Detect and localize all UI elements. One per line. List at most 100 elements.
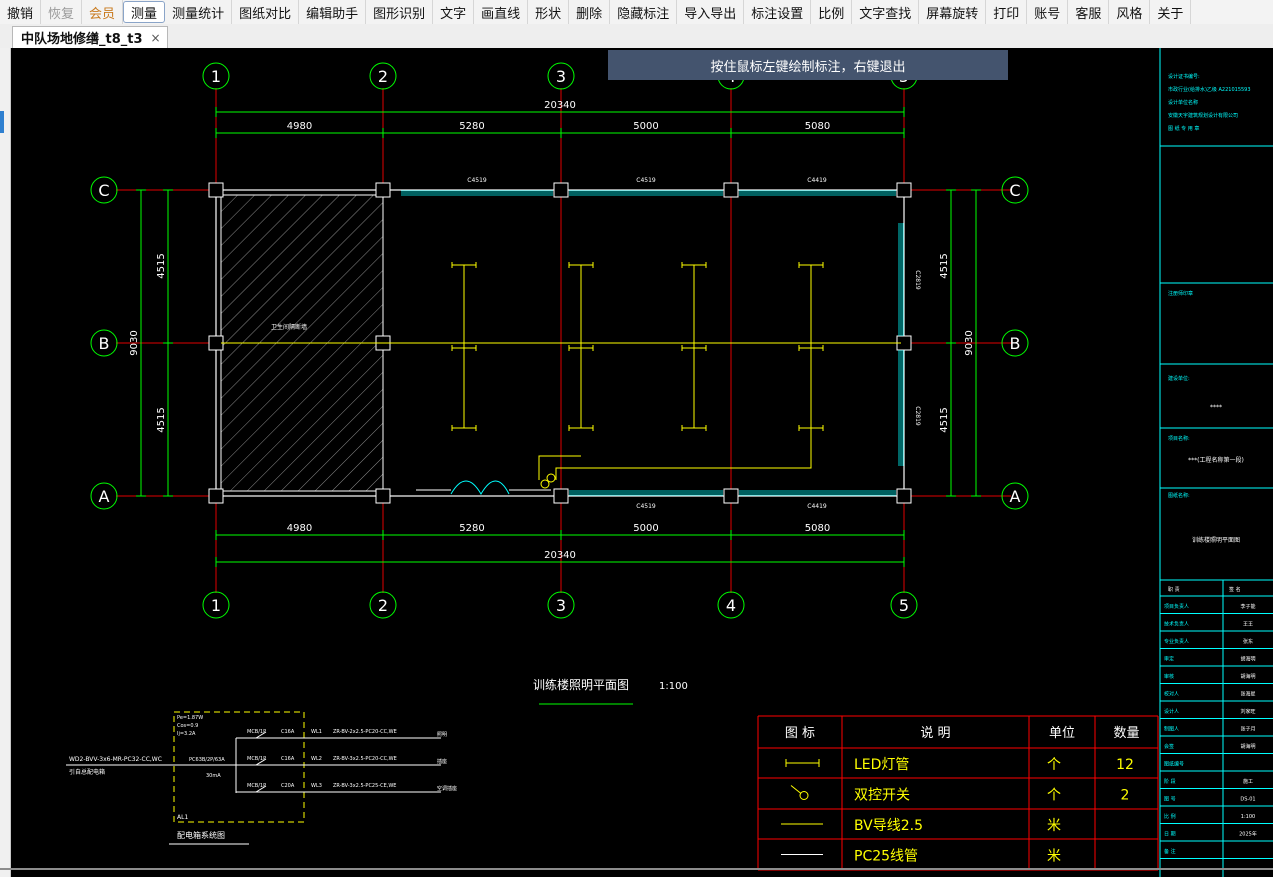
- panel-param: Cos=0.9: [177, 723, 198, 729]
- legend-qty: 2: [1121, 788, 1130, 804]
- axis-label-4: 4: [726, 596, 736, 615]
- toolbar-button[interactable]: 编辑助手: [299, 0, 367, 24]
- column: [375, 488, 391, 504]
- toolbar-button[interactable]: 打印: [986, 0, 1028, 24]
- axis-label-A: A: [99, 487, 110, 506]
- axis-bubble-A: [90, 482, 118, 510]
- title-block-signature: 张子月: [1240, 726, 1255, 733]
- toolbar-button[interactable]: 标注设置: [744, 0, 812, 24]
- window-label: C4419: [807, 177, 827, 184]
- plan-title: 训练楼照明平面图: [533, 677, 629, 692]
- title-block-header-line: 设计证书编号:: [1168, 73, 1200, 80]
- title-block-signature: 李子能: [1240, 603, 1255, 610]
- lighting-wire: [538, 428, 812, 480]
- window-label: C4519: [636, 177, 656, 184]
- title-block-role: 制图人: [1164, 726, 1179, 733]
- tab-label: 中队场地修缮_t8_t3: [21, 32, 143, 47]
- panel-rcd: 30mA: [206, 773, 221, 779]
- axis-label-2: 2: [378, 67, 388, 86]
- plan-scale: 1:100: [659, 681, 688, 692]
- toolbar-button[interactable]: 测量: [123, 1, 166, 23]
- legend-header: 数量: [1113, 726, 1139, 741]
- axis-bubble-3: [547, 591, 575, 619]
- title-block-review-label: 注册师印章: [1168, 290, 1193, 297]
- axis-bubble-C: [90, 176, 118, 204]
- circuit-id: WL3: [311, 783, 322, 789]
- circuit-switch: [255, 758, 267, 766]
- toolbar-button[interactable]: 导入导出: [677, 0, 745, 24]
- title-block-role: 审核: [1164, 673, 1174, 680]
- axis-bubble-B: [1001, 329, 1029, 357]
- left-panel: [0, 48, 11, 877]
- column: [553, 488, 569, 504]
- cad-drawing[interactable]: 1122334455CCBBAA203404980528050005080498…: [11, 48, 1273, 877]
- dimension-text: 5000: [633, 121, 658, 132]
- title-block-signature: 张海星: [1240, 691, 1255, 698]
- toolbar-button[interactable]: 屏幕旋转: [919, 0, 987, 24]
- toolbar-button[interactable]: 客服: [1068, 0, 1110, 24]
- axis-bubble-A: [1001, 482, 1029, 510]
- legend-header: 单位: [1049, 726, 1075, 741]
- title-block-building-label: 建设单位:: [1168, 375, 1190, 382]
- title-block-signature: 王王: [1243, 622, 1253, 628]
- toolbar-button[interactable]: 恢复: [41, 0, 83, 24]
- toolbar-button[interactable]: 文字: [433, 0, 475, 24]
- dimension-text: 4515: [939, 253, 950, 278]
- title-block-signature: 1:100: [1241, 814, 1255, 820]
- toolbar-button[interactable]: 隐藏标注: [610, 0, 678, 24]
- toolbar-button[interactable]: 比例: [811, 0, 853, 24]
- hint-banner: 按住鼠标左键绘制标注，右键退出: [608, 50, 1008, 80]
- title-block-signature: 张东: [1243, 638, 1253, 645]
- circuit-cable: ZR-BV-3x2.5-PC25-CE,WE: [333, 783, 396, 789]
- toolbar-button[interactable]: 画直线: [474, 0, 529, 24]
- column: [896, 182, 912, 198]
- panel-title: 配电箱系统图: [177, 830, 225, 840]
- toolbar-button[interactable]: 账号: [1027, 0, 1069, 24]
- title-block-header-line: 设计单位名称: [1168, 99, 1198, 106]
- title-block-role: 项目负责人: [1164, 603, 1189, 610]
- dimension-text: 5280: [459, 121, 484, 132]
- drawing-canvas[interactable]: 1122334455CCBBAA203404980528050005080498…: [11, 48, 1273, 877]
- toolbar-button[interactable]: 风格: [1109, 0, 1151, 24]
- legend-symbol-switch: [790, 785, 802, 794]
- left-panel-selection-marker: [0, 111, 4, 133]
- circuit-cable: ZR-BV-2x2.5-PC20-CC,WE: [333, 729, 397, 735]
- title-block-role: 阶 段: [1164, 778, 1176, 785]
- axis-bubble-2: [369, 591, 397, 619]
- circuit-breaker: MCB/1P: [247, 729, 266, 735]
- dimension-text: 20340: [544, 100, 576, 111]
- title-block-role: 校对人: [1164, 691, 1179, 698]
- tab-drawing[interactable]: 中队场地修缮_t8_t3 ×: [12, 26, 168, 48]
- legend-desc: 双控开关: [854, 788, 910, 804]
- toolbar-button[interactable]: 形状: [528, 0, 570, 24]
- toolbar-button[interactable]: 图纸对比: [232, 0, 300, 24]
- axis-label-B: B: [99, 334, 110, 353]
- window-label: C4519: [636, 503, 656, 510]
- axis-label-1: 1: [211, 596, 221, 615]
- toolbar-button[interactable]: 会员: [82, 0, 124, 24]
- toolbar-button[interactable]: 文字查找: [852, 0, 920, 24]
- title-block-role: 图纸编号: [1164, 761, 1184, 768]
- title-block-role: 日 期: [1164, 832, 1176, 838]
- window-label: C2819: [914, 270, 921, 290]
- title-block-signature: 胡海明: [1240, 743, 1255, 750]
- close-icon[interactable]: ×: [150, 30, 161, 45]
- title-block-project-value: ***(工程名称第一段): [1188, 456, 1244, 464]
- toolbar-button[interactable]: 关于: [1150, 0, 1192, 24]
- axis-label-1: 1: [211, 67, 221, 86]
- dimension-text: 5080: [805, 523, 830, 534]
- toolbar-button[interactable]: 图形识别: [366, 0, 434, 24]
- toolbar-button[interactable]: 删除: [569, 0, 611, 24]
- title-block-signature: 2025年: [1239, 831, 1257, 838]
- switch-symbol: [546, 473, 556, 483]
- panel-param: Ij=3.2A: [177, 731, 196, 737]
- axis-bubble-3: [547, 62, 575, 90]
- legend-header: 说 明: [920, 726, 950, 741]
- dimension-text: 9030: [129, 330, 140, 355]
- title-block-header-line: 图 纸 专 用 章: [1168, 125, 1199, 132]
- toolbar-button[interactable]: 撤销: [0, 0, 42, 24]
- toolbar-button[interactable]: 测量统计: [165, 0, 233, 24]
- axis-bubble-2: [369, 62, 397, 90]
- legend-unit: 个: [1047, 788, 1061, 804]
- title-block-signature: 胡海明: [1240, 673, 1255, 680]
